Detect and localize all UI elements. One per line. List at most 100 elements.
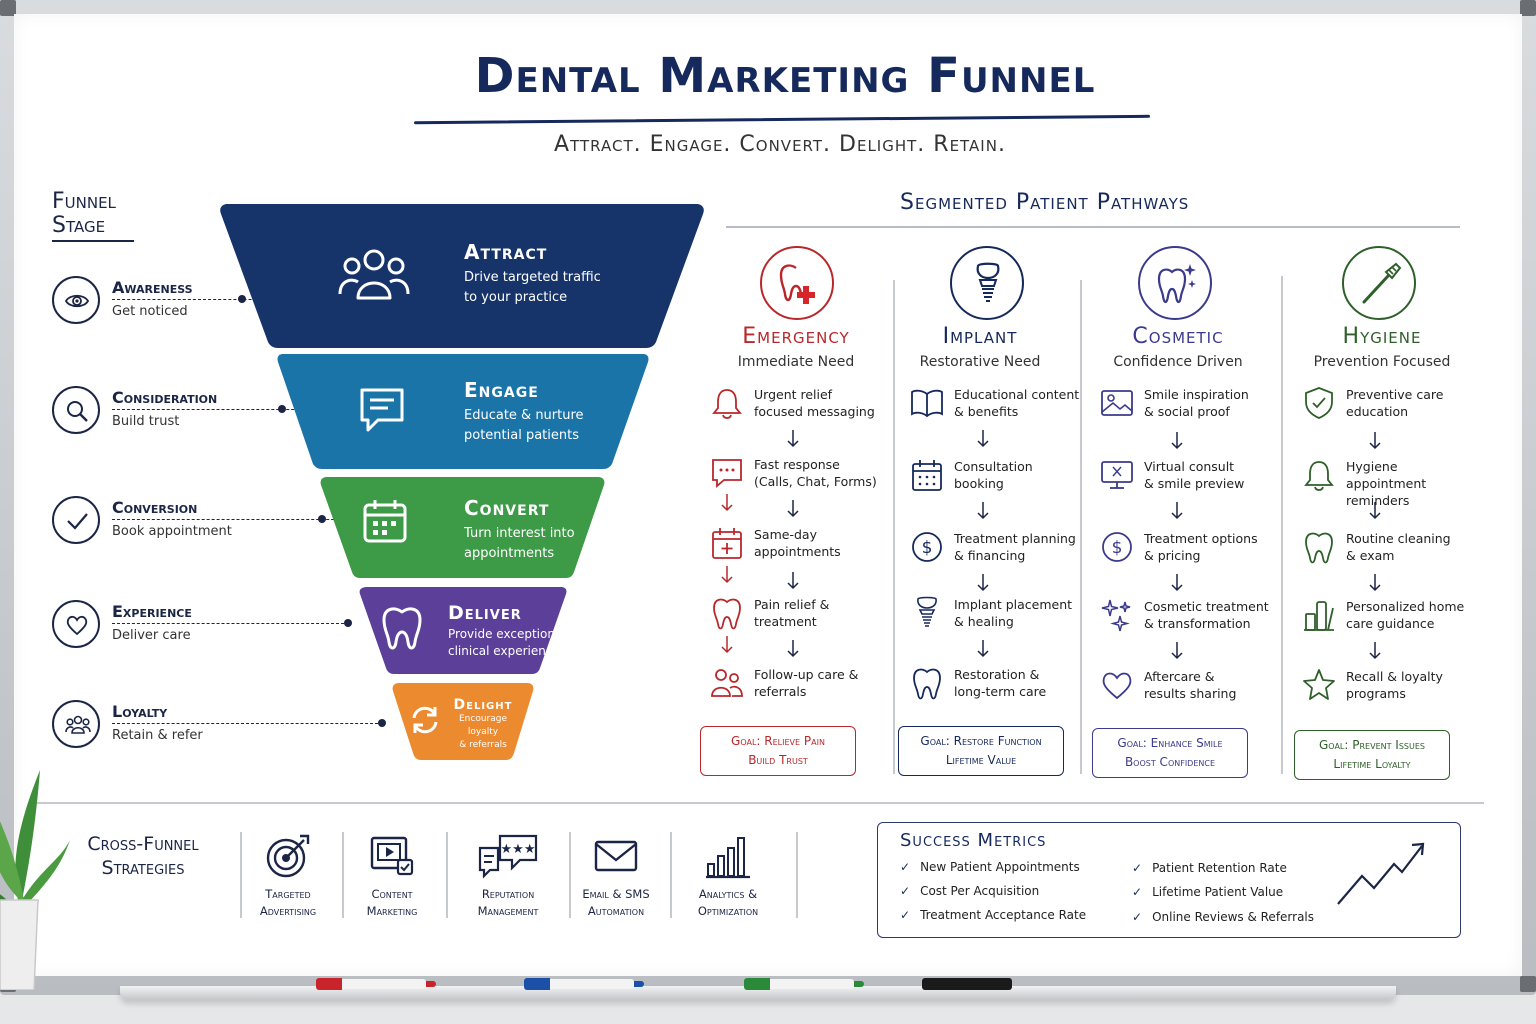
frame-corner	[0, 0, 16, 16]
check-icon: ✓	[1132, 910, 1143, 924]
video-icon	[370, 836, 414, 876]
pathway-sub: Confidence Driven	[1113, 354, 1243, 370]
stage-experience: Experience Deliver care	[52, 600, 392, 652]
metric-item: ✓Online Reviews & Referrals	[1132, 910, 1315, 924]
people-icon	[711, 669, 743, 697]
down-arrow-icon	[1171, 432, 1183, 450]
down-arrow-icon	[787, 572, 799, 590]
stage-sub: Get noticed	[112, 304, 188, 319]
metric-item: ✓Cost Per Acquisition	[900, 884, 1040, 898]
funnel-line: Turn interest into	[464, 526, 575, 541]
people-icon	[336, 246, 412, 306]
step-text: Implant placement& healing	[954, 597, 1073, 629]
page-title: Dental Marketing Funnel	[474, 48, 1096, 104]
red-marker[interactable]	[316, 978, 436, 990]
strategy-divider	[796, 832, 798, 918]
eye-icon	[52, 276, 100, 324]
strategy-divider	[240, 832, 242, 918]
funnel-head: Delight	[453, 697, 513, 713]
step-text: Routine cleaning& exam	[1346, 531, 1451, 563]
svg-text:★★★: ★★★	[501, 842, 536, 857]
pathway-name: Implant	[942, 324, 1018, 349]
down-arrow-icon	[1171, 574, 1183, 592]
down-arrow-icon	[977, 640, 989, 658]
pathway-step: Virtual consult& smile preview	[1096, 458, 1276, 502]
down-arrow-icon	[1369, 432, 1381, 450]
heart-icon	[1102, 672, 1132, 700]
down-arrow-icon	[1369, 502, 1381, 520]
pathway-sub: Restorative Need	[919, 354, 1041, 370]
stage-connector	[112, 409, 334, 410]
heart-icon	[52, 600, 100, 648]
step-text: Virtual consult& smile preview	[1144, 459, 1245, 491]
chat-icon	[712, 459, 742, 488]
step-text: Cosmetic treatment& transformation	[1144, 599, 1269, 631]
pathway-step: Fast response(Calls, Chat, Forms)	[706, 456, 886, 500]
target-icon	[266, 834, 310, 878]
down-arrow-icon	[1171, 502, 1183, 520]
whiteboard-surface	[14, 14, 1522, 976]
pathway-step: Restoration &long-term care	[906, 666, 1086, 710]
potted-plant	[0, 770, 70, 990]
frame-corner	[1520, 976, 1536, 992]
metric-item: ✓New Patient Appointments	[900, 860, 1080, 874]
section-divider	[36, 802, 1484, 804]
pathway-hygiene: Hygiene Prevention Focused Preventive ca…	[1294, 240, 1478, 785]
tooth-icon	[713, 598, 741, 630]
stage-connector	[112, 519, 374, 520]
stage-sub: Deliver care	[112, 628, 191, 643]
check-icon	[52, 496, 100, 544]
funnel-stage-header: Funnel Stage	[52, 189, 116, 238]
chat-icon	[356, 384, 408, 440]
review-icon: ★★★	[478, 834, 538, 879]
svg-text:$: $	[922, 538, 933, 558]
connector-dot	[238, 295, 246, 303]
strategy-label: Analytics &Optimization	[697, 887, 759, 918]
book-icon	[911, 389, 943, 418]
green-marker[interactable]	[744, 978, 864, 990]
tooth-icon	[1305, 532, 1333, 564]
funnel-deliver-text: Deliver Provide exceptional clinical exp…	[448, 602, 566, 660]
tooth-sparkle-icon	[1138, 246, 1212, 320]
down-arrow-icon	[977, 574, 989, 592]
down-arrow-icon	[977, 502, 989, 520]
step-text: Aftercare &results sharing	[1144, 669, 1237, 701]
funnel-head: Engage	[464, 378, 539, 402]
success-metrics-header: Success Metrics	[900, 830, 1047, 851]
connector-dot	[318, 515, 326, 523]
calendar-icon	[360, 496, 410, 550]
svg-text:$: $	[1112, 538, 1123, 558]
trend-up-icon	[1337, 842, 1425, 905]
black-marker[interactable]	[922, 978, 1012, 990]
frame-corner	[1520, 0, 1536, 16]
step-text: Pain relief &treatment	[754, 597, 830, 629]
connector-dot	[344, 619, 352, 627]
funnel-delight-text: Delight Encourage loyalty & referrals	[446, 697, 520, 752]
funnel-engage-text: Engage Educate & nurture potential patie…	[464, 378, 584, 446]
blue-marker[interactable]	[524, 978, 644, 990]
column-divider	[1281, 276, 1283, 774]
monitor-icon	[1101, 461, 1133, 489]
pathway-step: Aftercare &results sharing	[1096, 668, 1276, 712]
stage-sub: Book appointment	[112, 524, 232, 539]
pathway-step: Routine cleaning& exam	[1298, 530, 1478, 574]
